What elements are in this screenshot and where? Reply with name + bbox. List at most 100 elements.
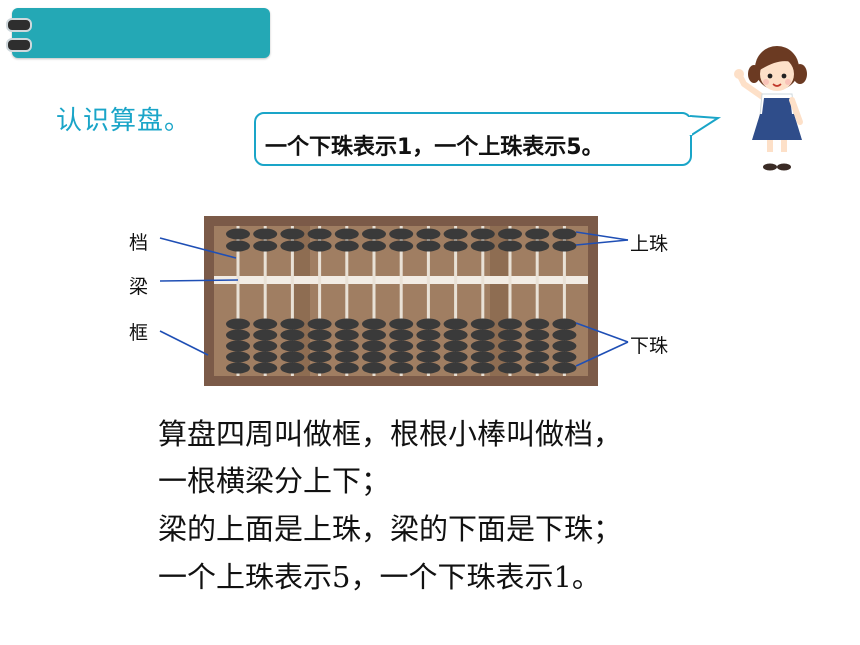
lower-bead: [253, 362, 278, 374]
abacus-rod: [263, 226, 267, 376]
upper-bead: [280, 240, 305, 252]
lower-bead: [498, 329, 522, 341]
lower-bead: [226, 329, 250, 341]
speech-bubble-tail: [688, 115, 722, 137]
pointer-dang: [159, 237, 237, 259]
lower-bead: [443, 329, 468, 341]
title-bar: [6, 8, 270, 58]
lower-bead: [389, 351, 414, 363]
pointer-liang: [159, 279, 239, 282]
label-shangzhu: 上珠: [630, 233, 669, 255]
upper-bead: [362, 240, 386, 252]
lower-bead: [280, 329, 305, 341]
abacus-rod: [481, 226, 485, 376]
lower-bead: [525, 318, 550, 330]
upper-bead: [443, 240, 468, 252]
abacus-diagram: [159, 216, 629, 386]
lower-bead: [525, 329, 550, 341]
lower-bead: [552, 362, 577, 374]
lower-bead: [307, 351, 332, 363]
lower-bead: [280, 340, 305, 352]
pointer-lines: [159, 231, 629, 367]
upper-bead: [334, 228, 359, 240]
upper-bead: [552, 240, 577, 252]
lower-bead: [470, 318, 495, 330]
pointer-shangzhu-1: [575, 231, 629, 241]
lower-bead: [226, 318, 250, 330]
lower-bead: [362, 362, 386, 374]
lower-bead: [280, 362, 305, 374]
upper-bead: [280, 228, 305, 240]
lower-bead: [389, 340, 414, 352]
para-line-4: 一个上珠表示5，一个下珠表示1。: [158, 560, 601, 594]
label-xiazhu: 下珠: [630, 335, 669, 357]
lower-bead: [470, 329, 495, 341]
lower-bead: [498, 318, 522, 330]
speech-bubble-text: 一个下珠表示1，一个上珠表示5。: [265, 135, 604, 160]
abacus-rod: [290, 226, 294, 376]
para-line-2: 一根横梁分上下；: [158, 464, 391, 498]
lower-bead: [416, 362, 441, 374]
lower-bead: [226, 362, 250, 374]
lower-bead: [253, 340, 278, 352]
upper-bead: [307, 240, 332, 252]
lower-bead: [389, 318, 414, 330]
lower-bead: [334, 329, 359, 341]
lower-bead: [552, 318, 577, 330]
upper-bead: [307, 228, 332, 240]
lower-bead: [416, 340, 441, 352]
abacus-rod: [535, 226, 539, 376]
abacus-rod: [426, 226, 430, 376]
upper-bead: [552, 228, 577, 240]
upper-bead: [443, 228, 468, 240]
lower-bead: [498, 362, 522, 374]
upper-bead: [525, 228, 550, 240]
lower-bead: [443, 351, 468, 363]
abacus-rod: [236, 226, 240, 376]
abacus-rod: [562, 226, 566, 376]
lower-bead: [226, 340, 250, 352]
lower-bead: [307, 340, 332, 352]
lower-bead: [307, 362, 332, 374]
lower-bead: [470, 340, 495, 352]
upper-bead: [416, 240, 441, 252]
upper-bead: [389, 228, 414, 240]
upper-bead: [226, 228, 250, 240]
para-line-3: 梁的上面是上珠，梁的下面是下珠；: [158, 512, 623, 546]
lower-bead: [389, 329, 414, 341]
label-kuang: 框: [129, 322, 149, 344]
abacus-rods: [236, 226, 566, 376]
abacus-rod: [508, 226, 512, 376]
pointer-xiazhu-1: [575, 322, 629, 343]
lower-bead: [552, 340, 577, 352]
lower-bead: [334, 318, 359, 330]
lower-bead: [525, 351, 550, 363]
lower-bead: [443, 362, 468, 374]
upper-bead: [389, 240, 414, 252]
lower-bead: [552, 329, 577, 341]
lower-bead: [280, 351, 305, 363]
abacus-rod: [454, 226, 458, 376]
lower-bead: [307, 318, 332, 330]
pointer-xiazhu-2: [575, 341, 629, 367]
lower-bead: [443, 340, 468, 352]
lower-bead: [334, 362, 359, 374]
lower-bead: [253, 351, 278, 363]
lower-bead: [525, 362, 550, 374]
upper-bead: [253, 240, 278, 252]
abacus-beads: [226, 228, 577, 374]
lower-bead: [253, 329, 278, 341]
abacus-rod: [345, 226, 349, 376]
lower-bead: [362, 318, 386, 330]
upper-bead: [470, 240, 495, 252]
abacus-rod: [318, 226, 322, 376]
upper-bead: [498, 228, 522, 240]
speech-bubble: [254, 112, 692, 166]
lower-bead: [334, 340, 359, 352]
lower-bead: [307, 329, 332, 341]
pointer-kuang: [159, 330, 209, 356]
upper-bead: [362, 228, 386, 240]
lower-bead: [416, 351, 441, 363]
lower-bead: [416, 329, 441, 341]
lower-bead: [498, 340, 522, 352]
